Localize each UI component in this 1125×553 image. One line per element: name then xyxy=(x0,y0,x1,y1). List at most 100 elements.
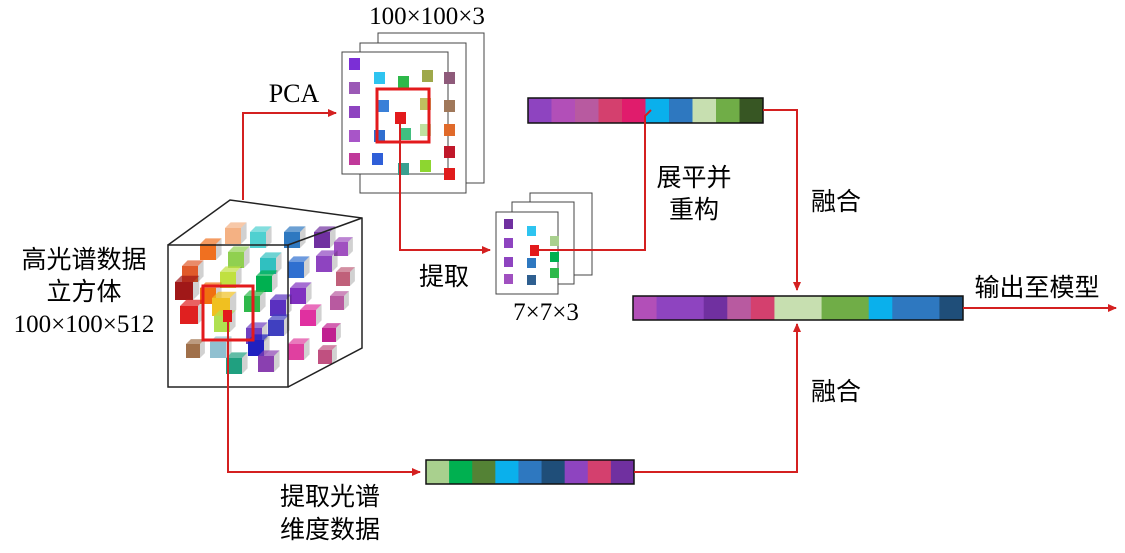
fused-feature-vector xyxy=(632,295,964,321)
vector-cell xyxy=(680,296,705,320)
pca-selection-box xyxy=(375,87,431,144)
pca-pixel xyxy=(444,124,455,136)
fuse-top-label: 融合 xyxy=(811,187,861,216)
pca-pixel xyxy=(444,100,455,112)
vector-cell xyxy=(845,296,870,320)
fuse-bottom-label: 融合 xyxy=(811,377,861,406)
pca-pixel xyxy=(398,76,409,88)
pca-pixel xyxy=(444,168,455,180)
cube-voxel xyxy=(322,323,341,342)
pca-pixel xyxy=(420,160,431,172)
cube-voxel xyxy=(256,270,278,292)
vector-cell xyxy=(610,460,635,484)
vector-cell xyxy=(472,460,496,484)
cube-voxel xyxy=(228,246,250,268)
patch-pixel xyxy=(504,257,513,267)
vector-cell xyxy=(669,98,693,123)
arrow-spectral-extract xyxy=(227,322,421,476)
pca-pixel xyxy=(349,106,360,118)
vector-cell xyxy=(750,296,775,320)
cube-voxel xyxy=(244,290,266,312)
vector-cell xyxy=(426,460,450,484)
arrow-spectral-to-fuse xyxy=(634,323,801,473)
spectral-label-line2: 维度数据 xyxy=(280,515,380,544)
patch-center-pixel xyxy=(530,245,539,256)
hyperspectral-cube xyxy=(167,199,363,388)
pca-pixel xyxy=(349,82,360,94)
pca-pixel xyxy=(444,72,455,84)
cube-voxel xyxy=(330,291,349,310)
patch-size-label: 7×7×3 xyxy=(513,299,579,326)
patch-slices xyxy=(495,192,593,295)
vector-cell xyxy=(739,98,764,123)
vector-cell xyxy=(892,296,917,320)
cube-voxel xyxy=(316,250,338,272)
pca-pixel xyxy=(420,124,431,136)
vector-cell xyxy=(575,98,599,123)
vector-cell xyxy=(656,296,681,320)
vector-cell xyxy=(598,98,623,123)
patch-pixel xyxy=(527,226,536,236)
pca-pixel xyxy=(420,98,431,110)
patch-pixel xyxy=(550,252,559,262)
cube-voxel xyxy=(226,352,248,374)
arrow-flatten xyxy=(536,109,652,251)
patch-pixel xyxy=(527,275,536,285)
cube-size-label: 100×100×512 xyxy=(14,311,155,338)
pca-pixel xyxy=(374,130,385,142)
cube-voxel xyxy=(220,266,242,288)
output-label: 输出至模型 xyxy=(974,273,1099,302)
pca-size-label: 100×100×3 xyxy=(369,3,485,30)
cube-voxel xyxy=(318,345,337,364)
vector-cell xyxy=(518,460,543,484)
vector-cell xyxy=(868,296,893,320)
cube-voxel xyxy=(225,222,247,244)
cube-voxel xyxy=(300,304,322,326)
vector-cell xyxy=(495,460,519,484)
pca-slices xyxy=(341,32,485,194)
cube-center-pixel xyxy=(223,310,232,322)
pca-pixel xyxy=(372,153,383,165)
cube-voxel xyxy=(180,299,205,324)
cube-voxel xyxy=(284,226,306,248)
cube-voxel xyxy=(270,294,292,316)
vector-cell xyxy=(528,98,552,123)
cube-voxel xyxy=(258,350,280,372)
vector-cell xyxy=(774,296,799,320)
cube-voxel xyxy=(336,267,355,286)
spectral-feature-vector xyxy=(425,459,635,485)
patch-pixel xyxy=(504,219,513,229)
flatten-label-line1: 展平并 xyxy=(656,163,731,192)
pca-center-pixel xyxy=(395,112,406,124)
arrow-spatial-to-fuse xyxy=(763,109,801,291)
pca-pixel xyxy=(444,146,455,158)
patch-pixel xyxy=(504,274,513,284)
vector-cell xyxy=(703,296,728,320)
patch-pixel xyxy=(527,258,536,268)
vector-cell xyxy=(564,460,589,484)
vector-cell xyxy=(633,296,658,320)
cube-voxel xyxy=(290,282,312,304)
pca-pixel xyxy=(378,100,389,112)
vector-cell xyxy=(449,460,473,484)
vector-cell xyxy=(692,98,717,123)
vector-cell xyxy=(622,98,646,123)
vector-cell xyxy=(727,296,752,320)
cube-voxel xyxy=(175,275,200,300)
cube-voxel xyxy=(334,237,353,256)
extract-label: 提取 xyxy=(419,262,469,291)
flatten-label-line2: 重构 xyxy=(669,195,719,224)
vector-cell xyxy=(939,296,964,320)
pca-pixel xyxy=(422,70,433,82)
vector-cell xyxy=(587,460,612,484)
cube-voxel xyxy=(314,226,336,248)
vector-cell xyxy=(716,98,740,123)
cube-voxel xyxy=(260,252,282,274)
vector-cell xyxy=(821,296,846,320)
cube-voxel xyxy=(268,314,290,336)
patch-pixel xyxy=(504,238,513,248)
pca-pixel xyxy=(374,72,385,84)
pca-pixel xyxy=(400,128,411,140)
cube-voxel xyxy=(200,238,222,260)
